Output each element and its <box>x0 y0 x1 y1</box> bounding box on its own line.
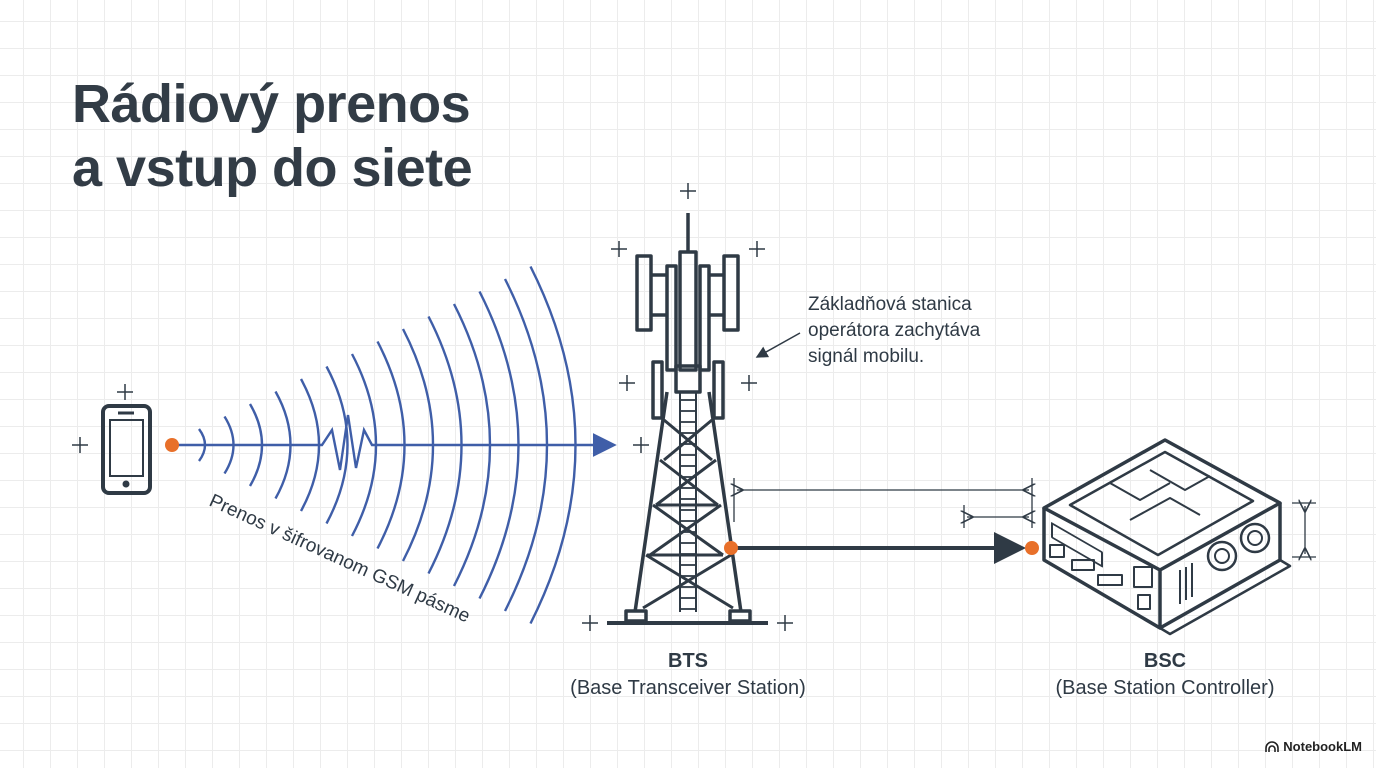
annotation-line-3: signál mobilu. <box>808 346 925 367</box>
title-line-1: Rádiový prenos <box>72 74 471 134</box>
bts-connection-dot <box>724 541 738 555</box>
annotation-line-1: Základňová stanica <box>808 294 972 315</box>
crosshair-mark <box>619 375 635 391</box>
crosshair-mark <box>749 241 765 257</box>
crosshair-mark <box>680 183 696 199</box>
transmission-label: Prenos v šifrovanom GSM pásme <box>206 490 473 627</box>
bts-label: BTS (Base Transceiver Station) <box>538 648 838 702</box>
bsc-abbr: BSC <box>1143 650 1187 672</box>
crosshair-mark <box>582 615 598 631</box>
crosshair-mark <box>611 241 627 257</box>
crosshair-marks <box>72 183 793 631</box>
phone-signal-dot <box>165 438 179 452</box>
annotation-text: Základňová stanica operátora zachytáva s… <box>808 292 980 370</box>
crosshair-mark <box>741 375 757 391</box>
phone-icon <box>101 404 152 495</box>
signal-line <box>172 414 617 471</box>
annotation-line-2: operátora zachytáva <box>808 320 981 341</box>
crosshair-mark <box>777 615 793 631</box>
notebooklm-logo-icon <box>1265 740 1280 752</box>
dimension-lines <box>734 478 1316 557</box>
title-line-2: a vstup do siete <box>72 138 473 198</box>
bts-abbr: BTS <box>668 650 708 672</box>
bsc-device-icon <box>1042 438 1292 636</box>
bsc-full-name: (Base Station Controller) <box>1055 677 1275 699</box>
bsc-label: BSC (Base Station Controller) <box>1015 648 1315 702</box>
bts-tower-icon <box>607 213 768 625</box>
notebooklm-logo: NotebookLM <box>1265 739 1362 754</box>
crosshair-mark <box>117 384 133 400</box>
bts-full-name: (Base Transceiver Station) <box>570 677 806 699</box>
page-title: Rádiový prenos a vstup do siete <box>72 72 473 200</box>
logo-text: NotebookLM <box>1283 739 1362 754</box>
annotation-arrow <box>755 332 801 358</box>
crosshair-mark <box>633 437 649 453</box>
bsc-connection-dot <box>1025 541 1039 555</box>
wave-arc <box>325 365 349 525</box>
crosshair-mark <box>72 437 88 453</box>
